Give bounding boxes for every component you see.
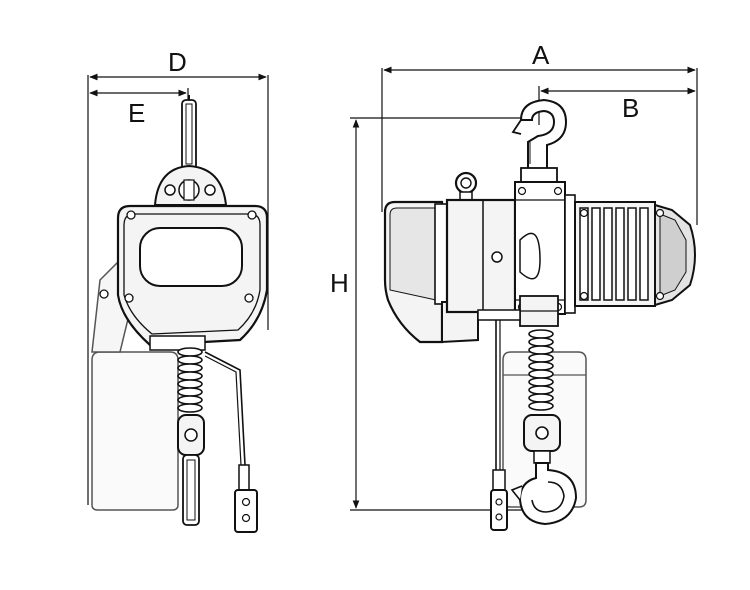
- front-view: D E: [87, 47, 269, 533]
- top-suspension-front: [181, 95, 197, 171]
- dimension-d: D: [87, 47, 269, 505]
- dimension-b: B: [538, 86, 696, 125]
- dimension-a: A: [381, 40, 698, 225]
- bottom-hook-block-front: [177, 414, 205, 526]
- eye-bolt-side: [454, 171, 478, 203]
- pendant-front: [204, 351, 258, 533]
- dimension-b-label: B: [622, 93, 639, 123]
- central-housing-side: [445, 181, 566, 315]
- dimension-h-label: H: [330, 268, 349, 298]
- dimension-e-label: E: [128, 98, 145, 128]
- dimension-e: E: [89, 88, 189, 128]
- top-bracket-front: [153, 164, 228, 206]
- bottom-hook-side: [510, 414, 578, 526]
- dimension-a-label: A: [532, 40, 550, 70]
- side-view: A B H: [330, 40, 698, 531]
- spring-side: [528, 329, 554, 411]
- chain-guide-side: [477, 295, 559, 327]
- spring-front: [177, 347, 203, 413]
- gearbox-side: [383, 200, 479, 344]
- dimension-d-label: D: [168, 47, 187, 77]
- dimension-h: H: [330, 117, 540, 511]
- motor-side: [564, 194, 696, 314]
- pendant-side: [490, 320, 508, 531]
- hoist-body-front: [99, 204, 269, 351]
